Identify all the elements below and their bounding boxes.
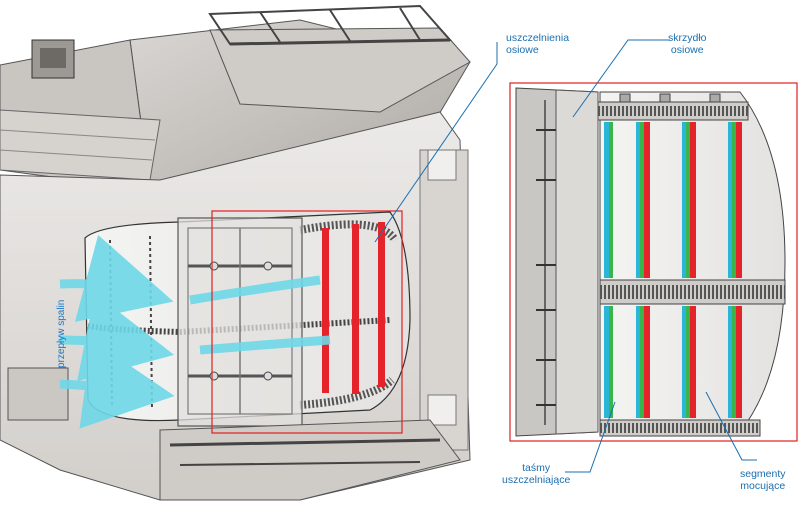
highlight-frame-left xyxy=(211,210,403,434)
detail-view xyxy=(509,82,798,442)
label-axial-seals-line1: uszczelnienia xyxy=(506,32,570,44)
label-fixing-segments-line2: mocujące xyxy=(740,480,786,492)
flow-arrows xyxy=(59,234,331,429)
label-flow: przepływ spalin xyxy=(56,299,67,368)
label-sealing-strips-line1: taśmy xyxy=(522,462,551,474)
label-fixing-segments: segmenty mocujące xyxy=(740,468,786,492)
label-axial-seals-line2: osiowe xyxy=(506,44,539,56)
leader-lines xyxy=(374,39,757,473)
label-axial-wing-line1: skrzydło xyxy=(668,32,707,44)
housing-drawing xyxy=(0,4,471,501)
label-sealing-strips: taśmy uszczelniające xyxy=(502,462,570,486)
label-fixing-segments-line1: segmenty xyxy=(740,468,786,480)
label-sealing-strips-line2: uszczelniające xyxy=(502,474,571,486)
label-axial-wing: skrzydło osiowe xyxy=(668,32,707,56)
sealing-strips xyxy=(604,122,742,418)
label-axial-seals: uszczelnienia osiowe xyxy=(506,32,569,56)
label-axial-wing-line2: osiowe xyxy=(670,44,704,56)
